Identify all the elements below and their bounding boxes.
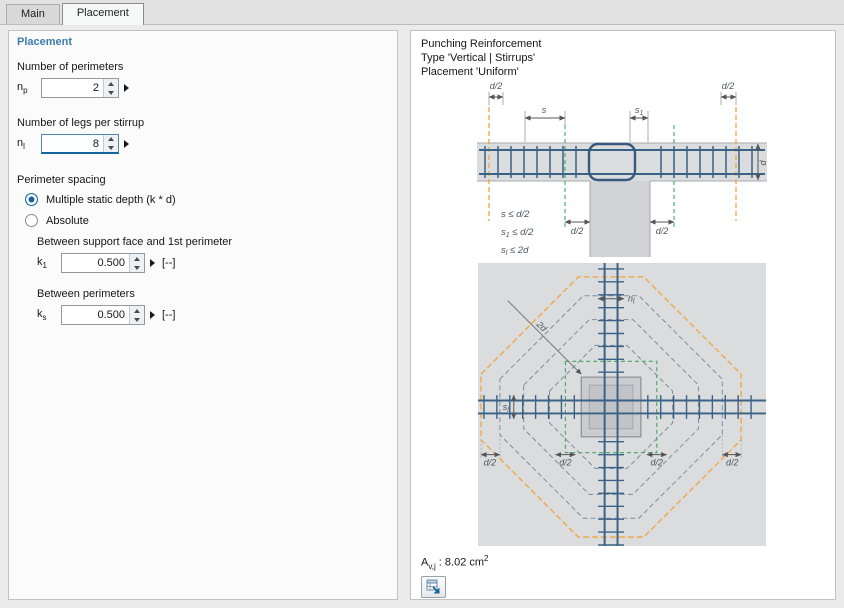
k1-symbol: k1 <box>37 255 47 271</box>
down-arrow-icon <box>134 265 140 270</box>
radio-unselected-icon[interactable] <box>25 214 38 227</box>
radio-multiple-label: Multiple static depth (k * d) <box>46 193 176 206</box>
num-perimeters-input[interactable]: 2 <box>41 78 119 98</box>
spin-up-button[interactable] <box>130 254 144 263</box>
tab-main[interactable]: Main <box>6 4 60 24</box>
svg-text:d/2: d/2 <box>490 81 503 91</box>
flyout-arrow-icon[interactable] <box>124 140 129 148</box>
svg-text:d/2: d/2 <box>656 226 669 236</box>
spin-up-button[interactable] <box>104 135 118 144</box>
ks-label: Between perimeters <box>37 288 135 300</box>
flyout-arrow-icon[interactable] <box>124 84 129 92</box>
tab-bar: Main Placement <box>0 0 844 25</box>
down-arrow-icon <box>134 317 140 322</box>
result-symbol: A <box>421 556 429 569</box>
svg-text:d/2: d/2 <box>559 458 571 468</box>
radio-multiple-static-depth[interactable]: Multiple static depth (k * d) <box>25 193 176 206</box>
ks-symbol: ks <box>37 307 47 323</box>
ks-value[interactable]: 0.500 <box>97 309 125 321</box>
apply-to-table-button[interactable] <box>421 575 446 598</box>
spinner-buttons <box>103 135 118 152</box>
spin-down-button[interactable] <box>130 263 144 272</box>
up-arrow-icon <box>108 137 114 142</box>
svg-text:d/2: d/2 <box>484 458 496 468</box>
svg-text:d/2: d/2 <box>651 458 663 468</box>
k1-row: k1 0.500 [--] <box>37 253 175 273</box>
num-legs-input[interactable]: 8 <box>41 134 119 154</box>
section-title: Placement <box>17 36 73 48</box>
svg-text:s ≤ d/2: s ≤ d/2 <box>501 209 530 220</box>
spin-down-button[interactable] <box>104 144 118 153</box>
num-legs-row: nl 8 <box>17 134 129 154</box>
ks-row: ks 0.500 [--] <box>37 305 175 325</box>
svg-text:s1 ≤ d/2: s1 ≤ d/2 <box>501 227 534 239</box>
num-perimeters-symbol: np <box>17 80 28 96</box>
up-arrow-icon <box>134 308 140 313</box>
svg-text:d/2: d/2 <box>722 81 735 91</box>
down-arrow-icon <box>108 145 114 150</box>
k1-unit: [--] <box>162 257 176 269</box>
num-perimeters-value[interactable]: 2 <box>92 82 99 94</box>
svg-text:s1: s1 <box>635 105 644 117</box>
radio-selected-icon[interactable] <box>25 193 38 206</box>
spin-down-button[interactable] <box>104 88 118 97</box>
svg-text:sl: sl <box>503 402 509 414</box>
preview-panel: Punching Reinforcement Type 'Vertical | … <box>410 30 836 600</box>
k1-value[interactable]: 0.500 <box>97 257 125 269</box>
svg-text:nl: nl <box>628 294 635 306</box>
radio-absolute-label: Absolute <box>46 214 89 227</box>
spinner-buttons <box>129 306 144 324</box>
preview-type: Type 'Vertical | Stirrups' <box>421 52 536 64</box>
cross-section-diagram: d/2 d/2 s s1 d d/2 d/2 s ≤ d/2 s1 ≤ d/2 <box>477 81 767 257</box>
perimeter-spacing-label: Perimeter spacing <box>17 174 106 186</box>
ks-unit: [--] <box>162 309 176 321</box>
up-arrow-icon <box>134 256 140 261</box>
flyout-arrow-icon[interactable] <box>150 259 155 267</box>
svg-text:s: s <box>542 105 547 115</box>
up-arrow-icon <box>108 81 114 86</box>
ks-input[interactable]: 0.500 <box>61 305 145 325</box>
tab-placement[interactable]: Placement <box>61 3 144 25</box>
preview-title: Punching Reinforcement <box>421 38 542 50</box>
num-legs-symbol: nl <box>17 136 25 152</box>
spinner-buttons <box>103 79 118 97</box>
spin-up-button[interactable] <box>104 79 118 88</box>
svg-text:d/2: d/2 <box>571 226 584 236</box>
num-legs-label: Number of legs per stirrup <box>17 117 145 129</box>
spin-up-button[interactable] <box>130 306 144 315</box>
svg-text:sl ≤ 2d: sl ≤ 2d <box>501 245 529 257</box>
result-area: Av,j : 8.02 cm2 <box>421 554 489 571</box>
down-arrow-icon <box>108 90 114 95</box>
radio-absolute[interactable]: Absolute <box>25 214 89 227</box>
num-perimeters-label: Number of perimeters <box>17 61 124 73</box>
spin-down-button[interactable] <box>130 315 144 324</box>
spinner-buttons <box>129 254 144 272</box>
k1-label: Between support face and 1st perimeter <box>37 236 233 248</box>
num-legs-value[interactable]: 8 <box>92 138 99 150</box>
k1-input[interactable]: 0.500 <box>61 253 145 273</box>
preview-placement: Placement 'Uniform' <box>421 66 519 78</box>
num-perimeters-row: np 2 <box>17 78 129 98</box>
svg-text:d: d <box>758 160 767 166</box>
svg-text:d/2: d/2 <box>726 458 738 468</box>
table-arrow-icon <box>426 579 439 594</box>
flyout-arrow-icon[interactable] <box>150 311 155 319</box>
placement-settings-panel: Placement Number of perimeters np 2 Numb… <box>8 30 398 600</box>
plan-view-diagram: 2d nl sl d/2 d/2 d/2 d/2 <box>478 263 766 546</box>
